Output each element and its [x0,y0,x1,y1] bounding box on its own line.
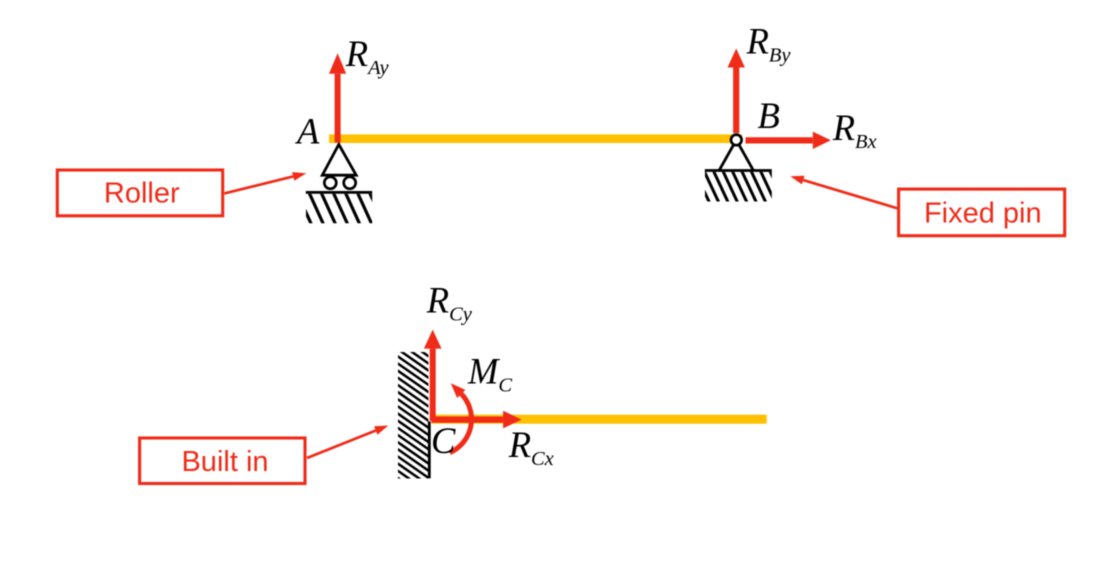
svg-text:Fixed pin: Fixed pin [924,197,1042,229]
svg-text:C: C [431,420,456,461]
svg-text:Built in: Built in [181,446,268,478]
svg-text:B: B [758,95,780,136]
svg-text:A: A [295,111,320,152]
svg-text:Roller: Roller [104,177,180,209]
